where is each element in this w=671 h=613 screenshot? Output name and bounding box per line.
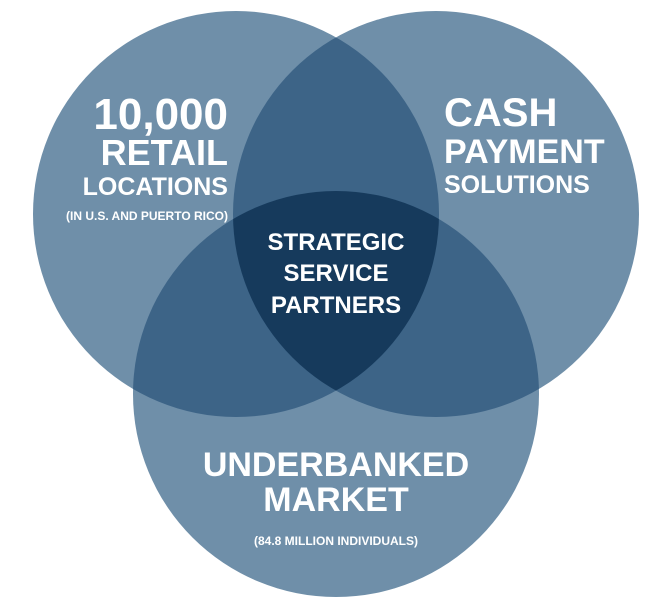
market-note: (84.8 MILLION INDIVIDUALS)	[254, 534, 418, 548]
retail-subtitle: LOCATIONS	[83, 173, 228, 201]
market-title: UNDERBANKED	[203, 446, 469, 484]
market-subtitle: MARKET	[263, 481, 409, 519]
cash-title: CASH	[444, 91, 557, 135]
retail-label-group: 10,000 RETAIL LOCATIONS (IN U.S. AND PUE…	[66, 90, 228, 223]
market-label-group: UNDERBANKED MARKET (84.8 MILLION INDIVID…	[203, 446, 469, 548]
cash-label-group: CASH PAYMENT SOLUTIONS	[444, 91, 605, 199]
retail-note: (IN U.S. AND PUERTO RICO)	[66, 209, 228, 223]
cash-subtitle: PAYMENT	[444, 133, 605, 171]
retail-title: RETAIL	[101, 132, 228, 173]
cash-subtitle-2: SOLUTIONS	[444, 171, 590, 199]
center-label-group: STRATEGIC SERVICE PARTNERS	[268, 229, 405, 319]
center-line-1: STRATEGIC	[268, 229, 405, 256]
retail-count: 10,000	[93, 90, 228, 139]
center-line-2: SERVICE	[284, 260, 389, 287]
center-line-3: PARTNERS	[271, 292, 401, 319]
